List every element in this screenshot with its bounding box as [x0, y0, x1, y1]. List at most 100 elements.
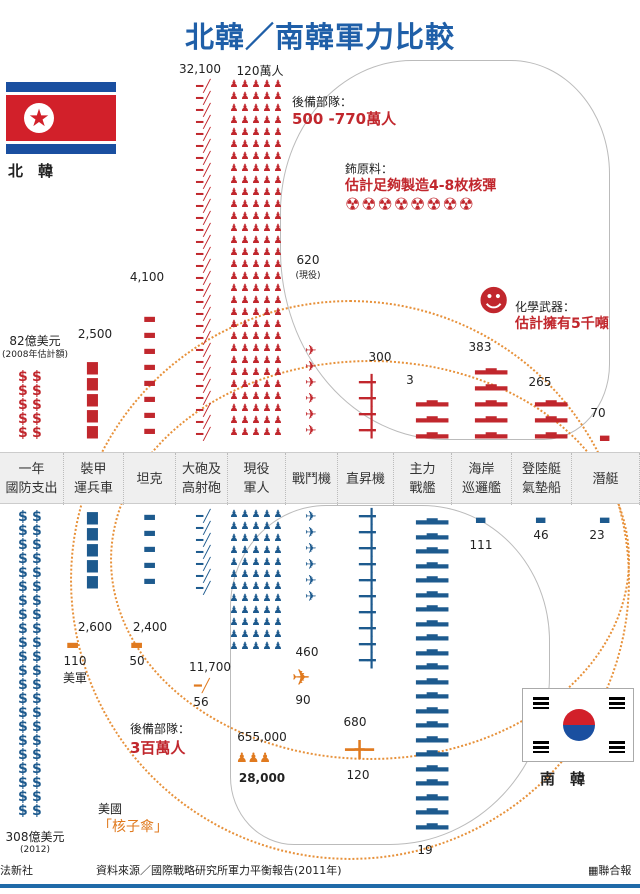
south-dollar-icon: $ — [32, 593, 42, 609]
north-warship-icon: ▂▃▂ — [475, 359, 508, 375]
north-soldier-icon: ♟ — [229, 319, 239, 330]
south-dollar-icon: $ — [18, 789, 28, 805]
south-submarine-value: 23 — [589, 528, 605, 542]
north-soldier-icon: ♟ — [251, 343, 261, 354]
north-soldier-icon: ♟ — [273, 379, 283, 390]
north-artillery-icon: ━╱ — [196, 379, 211, 393]
south-dollar-icon: $ — [32, 551, 42, 567]
us-label: 美軍 — [62, 671, 87, 685]
south-dollar-icon: $ — [32, 635, 42, 651]
south-soldier-icon: ♟ — [262, 629, 272, 640]
north-soldier-icon: ♟ — [251, 127, 261, 138]
north-dollar-icon: $ — [32, 369, 42, 385]
south-artillery-value: 11,700 — [189, 660, 231, 674]
north-soldier-icon: ♟ — [262, 355, 272, 366]
footer-rule — [0, 884, 640, 888]
south-soldier-icon: ♟ — [229, 617, 239, 628]
north-soldier-icon: ♟ — [240, 103, 250, 114]
north-dollar-icon: $ — [18, 369, 28, 385]
south-helicopter-icon: ━╋ — [359, 621, 376, 637]
north-soldier-icon: ♟ — [262, 211, 272, 222]
us-helicopter-icon: ━╋━ — [345, 740, 374, 759]
south-dollar-icon: $ — [32, 663, 42, 679]
north-soldier-icon: ♟ — [229, 91, 239, 102]
south-fighter-jet-icon: ✈ — [305, 557, 317, 573]
south-tank-icon: ▬ — [143, 525, 157, 541]
south-artillery-icon: ━╱ — [196, 557, 211, 571]
us-fighters-value: 90 — [295, 693, 311, 707]
north-soldier-icon: ♟ — [229, 259, 239, 270]
south-submarine-icon: ▃ — [476, 509, 486, 523]
north-soldier-icon: ♟ — [229, 307, 239, 318]
north-soldier-icon: ♟ — [229, 379, 239, 390]
south-dollar-icon: $ — [18, 775, 28, 791]
south-soldier-icon: ♟ — [229, 581, 239, 592]
north-artillery-icon: ━╱ — [196, 355, 211, 369]
south-dollar-icon: $ — [18, 761, 28, 777]
radiation-icons: ☢☢☢☢☢☢☢☢ — [345, 195, 475, 215]
south-artillery-icon: ━╱ — [196, 521, 211, 535]
south-apc-icon: ▆ — [87, 557, 98, 573]
north-soldier-icon: ♟ — [262, 199, 272, 210]
north-soldier-icon: ♟ — [251, 355, 261, 366]
north-artillery-icon: ━╱ — [196, 163, 211, 177]
north-dollar-icon: $ — [32, 425, 42, 441]
south-fighter-jet-icon: ✈ — [305, 589, 317, 605]
north-fighter-jet-icon: ✈ — [305, 391, 317, 407]
north-apc-icon: ▆ — [87, 423, 98, 439]
south-soldier-icon: ♟ — [262, 521, 272, 532]
north-soldier-icon: ♟ — [240, 367, 250, 378]
south-soldier-icon: ♟ — [262, 545, 272, 556]
north-artillery-icon: ━╱ — [196, 235, 211, 249]
north-soldier-icon: ♟ — [273, 175, 283, 186]
south-tank-value: 2,400 — [132, 620, 168, 634]
south-tank-icon: ▬ — [143, 573, 157, 589]
north-soldier-icon: ♟ — [273, 283, 283, 294]
north-soldier-icon: ♟ — [251, 151, 261, 162]
north-fighter-jet-icon: ✈ — [305, 359, 317, 375]
south-soldier-icon: ♟ — [273, 545, 283, 556]
north-artillery-icon: ━╱ — [196, 295, 211, 309]
north-soldier-icon: ♟ — [251, 139, 261, 150]
south-soldier-icon: ♟ — [251, 557, 261, 568]
north-soldier-icon: ♟ — [251, 175, 261, 186]
north-artillery-icon: ━╱ — [196, 139, 211, 153]
north-artillery-icon: ━╱ — [196, 427, 211, 441]
south-dollar-icon: $ — [18, 733, 28, 749]
south-fighter-jet-icon: ✈ — [305, 525, 317, 541]
north-warship-icon: ▂▃▂ — [475, 391, 508, 407]
north-tank-icon: ▬ — [143, 391, 157, 407]
south-soldier-icon: ♟ — [251, 641, 261, 652]
north-soldier-icon: ♟ — [251, 379, 261, 390]
south-korea-flag — [522, 688, 634, 762]
north-soldier-icon: ♟ — [240, 391, 250, 402]
north-soldier-icon: ♟ — [240, 271, 250, 282]
south-soldier-icon: ♟ — [262, 593, 272, 604]
north-apc-icon: ▆ — [87, 359, 98, 375]
north-warship-icon: ▂▃▂ — [416, 391, 449, 407]
south-soldier-icon: ♟ — [229, 545, 239, 556]
north-soldier-icon: ♟ — [262, 163, 272, 174]
north-tank-icon: ▬ — [143, 359, 157, 375]
north-soldier-icon: ♟ — [229, 79, 239, 90]
south-artillery-icon: ━╱ — [196, 569, 211, 583]
north-soldier-icon: ♟ — [273, 235, 283, 246]
south-reserve-value: 3百萬人 — [130, 739, 186, 757]
north-soldier-icon: ♟ — [229, 403, 239, 414]
north-apc-icon: ▆ — [87, 391, 98, 407]
south-helicopter-icon: ━╋ — [359, 653, 376, 669]
chemical-label: 化學武器： — [515, 300, 576, 314]
south-soldier-icon: ♟ — [273, 641, 283, 652]
south-dollar-icon: $ — [32, 761, 42, 777]
north-soldier-icon: ♟ — [229, 163, 239, 174]
south-soldier-icon: ♟ — [229, 557, 239, 568]
north-soldier-icon: ♟ — [240, 355, 250, 366]
north-soldier-icon: ♟ — [240, 295, 250, 306]
south-apc-icon: ▆ — [87, 573, 98, 589]
north-soldier-icon: ♟ — [251, 211, 261, 222]
south-soldier-icon: ♟ — [262, 605, 272, 616]
south-warship-icon: ▂▃▂ — [416, 567, 449, 583]
north-artillery-icon: ━╱ — [196, 319, 211, 333]
north-soldier-icon: ♟ — [262, 295, 272, 306]
north-soldier-icon: ♟ — [229, 127, 239, 138]
